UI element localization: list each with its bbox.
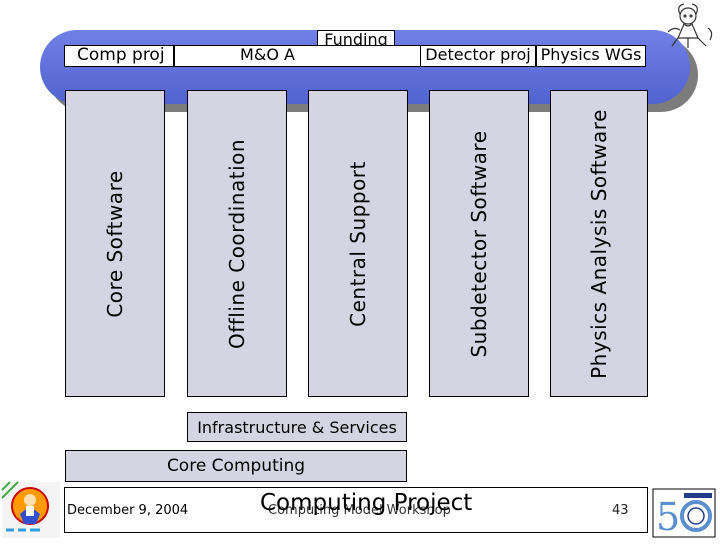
mascot-drawing <box>662 2 718 50</box>
column-label: Central Support <box>346 161 370 327</box>
infrastructure-label: Infrastructure & Services <box>197 418 397 437</box>
alice-logo <box>0 480 62 540</box>
mo-label: M&O A <box>174 45 420 67</box>
detector-proj-label: Detector proj <box>420 45 536 67</box>
cern-50-logo: 5 <box>652 488 716 538</box>
column-physics-analysis-software: Physics Analysis Software <box>550 90 648 397</box>
comp-proj-label: Comp proj <box>64 45 174 67</box>
column-central-support: Central Support <box>308 90 408 397</box>
core-computing-label: Core Computing <box>167 456 305 476</box>
core-computing-box: Core Computing <box>65 450 407 482</box>
column-label: Subdetector Software <box>467 130 491 357</box>
column-label: Offline Coordination <box>225 138 249 348</box>
footer-title: Computing Project <box>260 490 472 516</box>
physics-wgs-label: Physics WGs <box>536 45 646 67</box>
page-number: 43 <box>612 503 629 518</box>
column-offline-coordination: Offline Coordination <box>187 90 287 397</box>
column-core-software: Core Software <box>65 90 165 397</box>
column-label: Core Software <box>103 170 127 317</box>
svg-text:5: 5 <box>656 495 680 538</box>
column-subdetector-software: Subdetector Software <box>429 90 529 397</box>
footer-date: December 9, 2004 <box>67 503 188 518</box>
column-label: Physics Analysis Software <box>587 109 611 379</box>
infrastructure-box: Infrastructure & Services <box>187 412 407 442</box>
